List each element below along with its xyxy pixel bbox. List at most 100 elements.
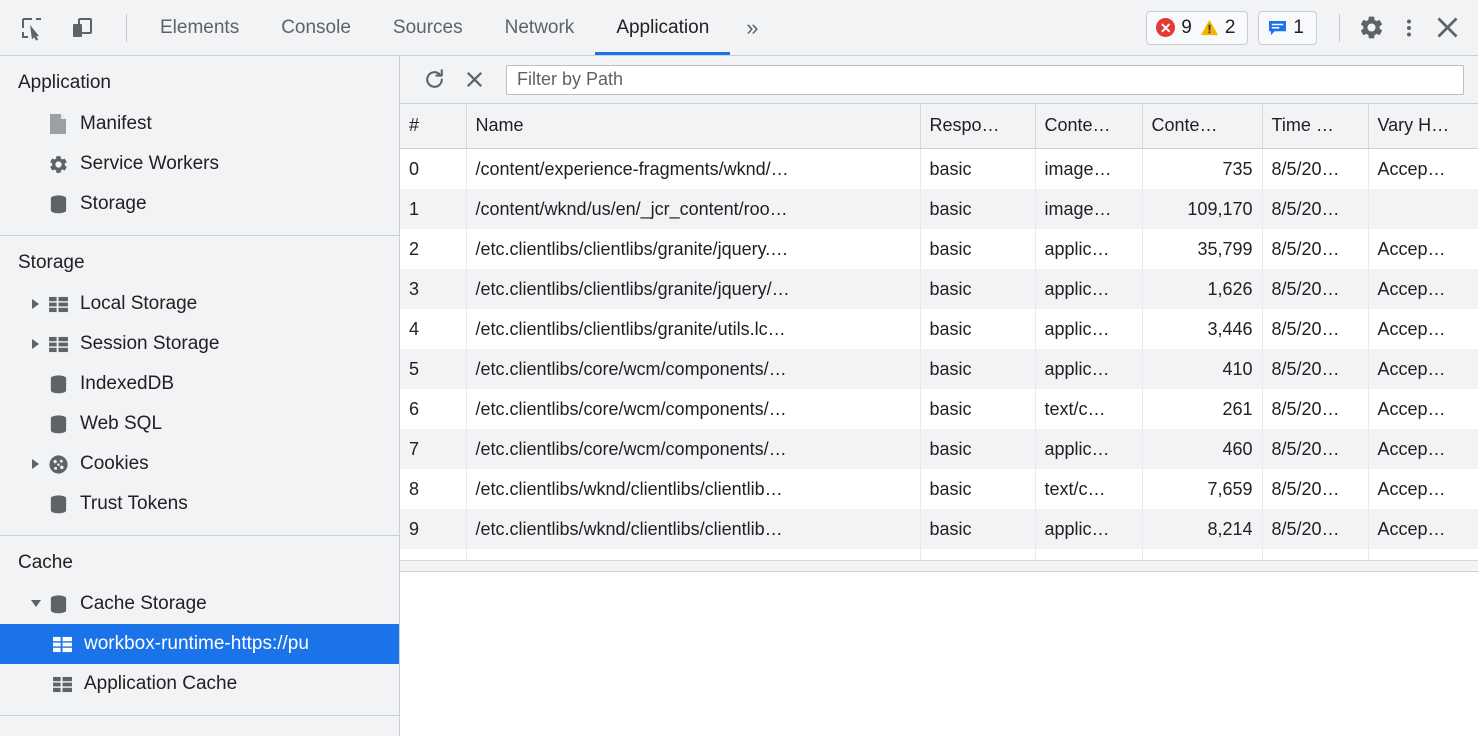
cell-name: /etc.clientlibs/clientlibs/granite/jquer…	[466, 228, 921, 269]
issues-counter[interactable]: ✕ 9 2	[1146, 10, 1249, 45]
sidebar-item-workbox-runtime-cache[interactable]: workbox-runtime-https://pu	[0, 624, 399, 664]
tabbar-right-icons: ✕ 9 2 1	[1146, 9, 1478, 47]
cell-vary: Accep…	[1368, 388, 1478, 429]
cell-name: /etc.clientlibs/clientlibs/granite/jquer…	[466, 268, 921, 309]
sidebar-item-storage[interactable]: Storage	[0, 184, 399, 224]
cell-vary	[1368, 188, 1478, 229]
cell-name: /content/experience-fragments/wknd/…	[466, 148, 921, 189]
cell-name: /etc.clientlibs/clientlibs/granite/utils…	[466, 308, 921, 349]
device-toolbar-icon[interactable]	[62, 8, 102, 48]
table-row[interactable]: 8/etc.clientlibs/wknd/clientlibs/clientl…	[400, 468, 1478, 509]
gear-icon	[46, 154, 70, 175]
devtools-tabbar: Elements Console Sources Network Applica…	[0, 0, 1478, 56]
sidebar-item-label: Session Storage	[80, 333, 220, 354]
sidebar-item-label: Cookies	[80, 453, 149, 474]
cell-ctype: applic…	[1035, 268, 1143, 309]
inspect-element-icon[interactable]	[12, 8, 52, 48]
devtools-body: Application Manifest Service Workers	[0, 56, 1478, 736]
cell-name: /etc.clientlibs/wknd/clientlibs/clientli…	[466, 508, 921, 549]
cache-storage-panel: # Name Respo… Conte… Conte… Time … Vary …	[400, 56, 1478, 736]
cell-vary: Accep…	[1368, 468, 1478, 509]
cell-ctype: text/c…	[1035, 468, 1143, 509]
cell-clen: 735	[1142, 148, 1263, 189]
table-row[interactable]: 7/etc.clientlibs/core/wcm/components/…ba…	[400, 428, 1478, 469]
cell-name: /etc.clientlibs/core/wcm/components/…	[466, 428, 921, 469]
cell-time: 8/5/20…	[1262, 468, 1369, 509]
message-icon	[1268, 20, 1287, 36]
table-row[interactable]: 2/etc.clientlibs/clientlibs/granite/jque…	[400, 228, 1478, 269]
table-row[interactable]: 0/content/experience-fragments/wknd/…bas…	[400, 148, 1478, 189]
sidebar-item-label: Cache Storage	[80, 593, 207, 614]
sidebar-item-service-workers[interactable]: Service Workers	[0, 144, 399, 184]
sidebar-item-label: IndexedDB	[80, 373, 175, 394]
cache-entries-table-wrap: # Name Respo… Conte… Conte… Time … Vary …	[400, 104, 1478, 572]
cell-time: 8/5/20…	[1262, 428, 1369, 469]
cell-resp: basic	[920, 468, 1036, 509]
sidebar-item-indexeddb[interactable]: IndexedDB	[0, 364, 399, 404]
kebab-menu-icon[interactable]	[1390, 9, 1428, 47]
column-header-response-type[interactable]: Respo…	[920, 104, 1036, 149]
column-header-content-length[interactable]: Conte…	[1142, 104, 1263, 149]
table-row[interactable]: 9/etc.clientlibs/wknd/clientlibs/clientl…	[400, 508, 1478, 549]
table-row[interactable]: 3/etc.clientlibs/clientlibs/granite/jque…	[400, 268, 1478, 309]
sidebar-item-label: Application Cache	[84, 673, 238, 694]
sidebar-item-trust-tokens[interactable]: Trust Tokens	[0, 484, 399, 524]
cell-vary: Accep…	[1368, 508, 1478, 549]
chevron-right-icon[interactable]	[26, 338, 46, 350]
more-tabs-label: »	[746, 14, 759, 40]
sidebar-item-cookies[interactable]: Cookies	[0, 444, 399, 484]
cell-idx: 5	[400, 348, 467, 389]
sidebar-item-manifest[interactable]: Manifest	[0, 104, 399, 144]
filter-by-path-input[interactable]	[506, 64, 1464, 95]
cell-resp: basic	[920, 308, 1036, 349]
cell-resp: basic	[920, 228, 1036, 269]
table-row[interactable]: 1/content/wknd/us/en/_jcr_content/roo…ba…	[400, 188, 1478, 229]
refresh-icon[interactable]	[414, 62, 454, 98]
database-icon	[46, 494, 70, 515]
column-header-index[interactable]: #	[400, 104, 467, 149]
chevron-right-icon[interactable]	[26, 458, 46, 470]
tab-sources[interactable]: Sources	[372, 0, 484, 55]
table-header-row: # Name Respo… Conte… Conte… Time … Vary …	[400, 104, 1478, 149]
cell-clen: 7,659	[1142, 468, 1263, 509]
chevron-down-icon[interactable]	[26, 599, 46, 609]
column-header-time-cached[interactable]: Time …	[1262, 104, 1369, 149]
cell-time: 8/5/20…	[1262, 388, 1369, 429]
tab-application[interactable]: Application	[595, 0, 731, 55]
gear-icon[interactable]	[1352, 9, 1390, 47]
sidebar-item-label: Local Storage	[80, 293, 198, 314]
clear-icon[interactable]	[454, 62, 494, 98]
tabbar-left-icons	[0, 8, 139, 48]
cell-resp: basic	[920, 268, 1036, 309]
more-tabs-icon[interactable]: »	[730, 0, 774, 55]
close-icon[interactable]	[1428, 9, 1466, 47]
chevron-right-icon[interactable]	[26, 298, 46, 310]
cell-clen: 460	[1142, 428, 1263, 469]
tab-label: Sources	[392, 16, 463, 38]
table-row[interactable]: 5/etc.clientlibs/core/wcm/components/…ba…	[400, 348, 1478, 389]
messages-counter[interactable]: 1	[1258, 10, 1317, 45]
section-title-cache: Cache	[18, 552, 73, 573]
sidebar-item-application-cache[interactable]: Application Cache	[0, 664, 399, 704]
table-icon	[46, 336, 70, 353]
tab-network[interactable]: Network	[484, 0, 596, 55]
horizontal-scrollbar[interactable]	[400, 560, 1478, 572]
tab-console[interactable]: Console	[260, 0, 372, 55]
table-row[interactable]: 6/etc.clientlibs/core/wcm/components/…ba…	[400, 388, 1478, 429]
sidebar-item-label: Web SQL	[80, 413, 163, 434]
table-body: 0/content/experience-fragments/wknd/…bas…	[400, 148, 1478, 572]
sidebar-item-cache-storage[interactable]: Cache Storage	[0, 584, 399, 624]
sidebar-item-web-sql[interactable]: Web SQL	[0, 404, 399, 444]
column-header-vary-header[interactable]: Vary H…	[1368, 104, 1478, 149]
tab-elements[interactable]: Elements	[139, 0, 260, 55]
cell-clen: 261	[1142, 388, 1263, 429]
sidebar-item-local-storage[interactable]: Local Storage	[0, 284, 399, 324]
column-header-content-type[interactable]: Conte…	[1035, 104, 1143, 149]
tab-label: Console	[281, 16, 351, 38]
column-header-name[interactable]: Name	[466, 104, 921, 149]
sidebar-item-session-storage[interactable]: Session Storage	[0, 324, 399, 364]
database-icon	[46, 414, 70, 435]
table-row[interactable]: 4/etc.clientlibs/clientlibs/granite/util…	[400, 308, 1478, 349]
cell-vary: Accep…	[1368, 228, 1478, 269]
cell-resp: basic	[920, 428, 1036, 469]
